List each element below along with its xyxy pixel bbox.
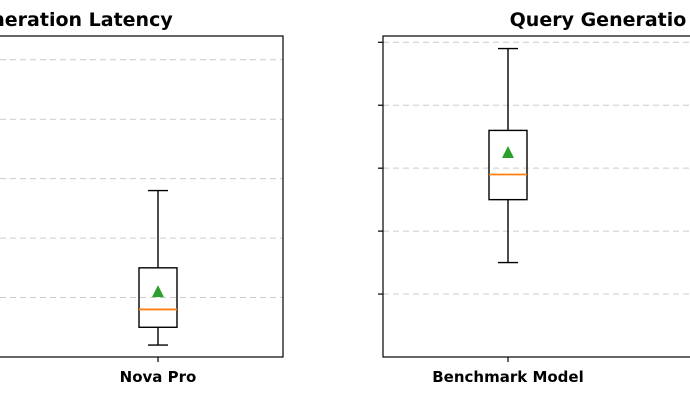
iqr-box [488, 129, 528, 201]
left-chart-title: neration Latency [0, 9, 173, 31]
left-box [138, 189, 178, 346]
right-chart-title: Query Generatio [510, 9, 687, 31]
left-panel: neration Latency Nova Pro [0, 9, 284, 386]
right-y-ticks [378, 41, 509, 362]
right-panel: Query Generatio Benchmark Model [378, 9, 690, 386]
iqr-box [138, 267, 178, 328]
left-category-label: Nova Pro [120, 368, 197, 386]
right-box [488, 47, 528, 264]
left-axes-frame [0, 35, 284, 358]
right-grid [383, 41, 690, 295]
right-category-label: Benchmark Model [432, 368, 584, 386]
right-axes-frame [382, 35, 690, 358]
left-grid [0, 59, 283, 299]
mean-marker [502, 145, 514, 158]
mean-marker [152, 285, 164, 298]
